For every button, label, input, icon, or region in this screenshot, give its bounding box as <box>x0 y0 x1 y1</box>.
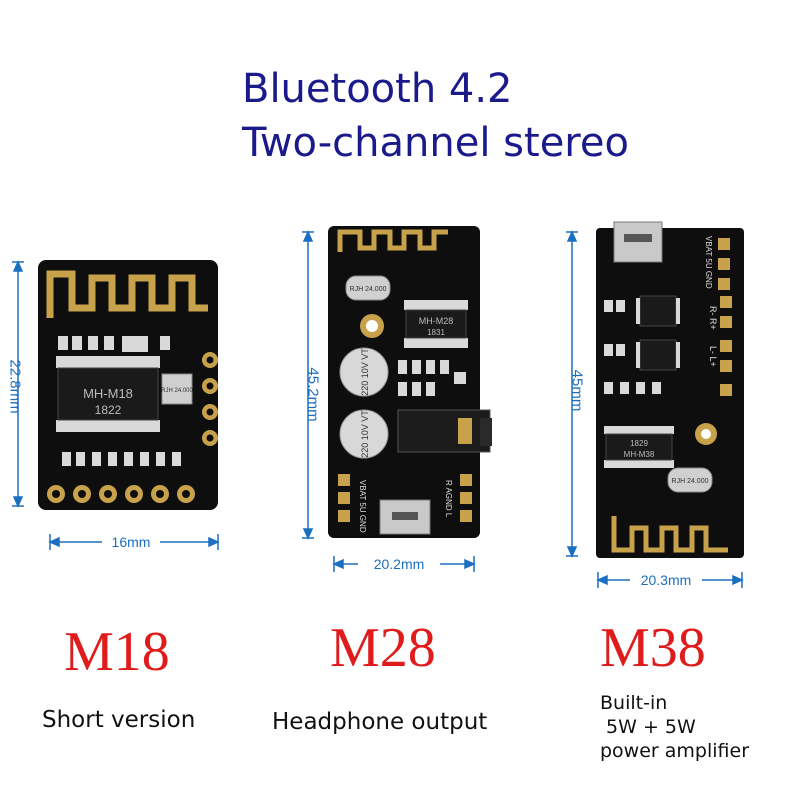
m18-caption: Short version <box>42 707 196 733</box>
headline-bluetooth: Bluetooth 4.2 <box>242 66 513 112</box>
m28-pads <box>338 474 472 522</box>
m38-smd-parts <box>604 300 661 394</box>
m38-chip-code: 1829 <box>630 439 648 448</box>
m28-board-illustration: RJH 24.000 MH-M28 1831 220 10V VT 220 10… <box>302 226 492 572</box>
m18-crystal-label: RJH 24.000 <box>161 388 193 394</box>
m18-main-chip <box>56 356 160 432</box>
m28-crystal <box>345 275 391 301</box>
m38-caption-line-1: Built-in <box>600 692 668 714</box>
m38-pin-label-top: VBAT 5U GND <box>704 236 713 289</box>
m38-caption-line-2: 5W + 5W <box>600 716 696 738</box>
m38-top-pads <box>718 238 730 290</box>
m38-usb-port <box>613 221 663 263</box>
m18-height-dimension <box>12 260 24 508</box>
m28-height-dimension <box>302 230 314 540</box>
m28-capacitor-2-label: 220 10V VT <box>360 410 370 458</box>
m18-smd-row-bottom <box>62 452 181 466</box>
m28-headphone-jack <box>397 409 492 453</box>
m28-crystal-label: RJH 24.000 <box>350 286 387 293</box>
m28-height-label: 45.2mm <box>304 367 322 422</box>
m18-height-label: 22.8mm <box>6 359 24 414</box>
m28-caption: Headphone output <box>272 709 488 735</box>
m28-width-dimension <box>332 556 476 572</box>
m28-capacitor-2: 220 10V VT <box>339 409 389 459</box>
m38-pin-label-r: R- R+ <box>708 306 718 330</box>
m28-antenna-trace <box>337 229 448 252</box>
m28-chip-code: 1831 <box>427 328 445 337</box>
m38-model-name: M38 <box>600 617 706 679</box>
m18-chip-code: 1822 <box>95 403 122 417</box>
m28-capacitor-1-label: 220 10V VT <box>360 348 370 396</box>
headline-stereo: Two-channel stereo <box>242 120 629 166</box>
m38-width-label: 20.3mm <box>641 572 692 588</box>
m18-smd-row-top <box>58 336 170 352</box>
m38-board-illustration: VBAT 5U GND R- R+ L- L+ 1829 MH-M38 RJH … <box>566 221 744 588</box>
m18-width-label: 16mm <box>112 534 151 550</box>
m28-pin-label-left: VBAT 5U GND <box>358 480 367 533</box>
m18-model-name: M18 <box>64 621 170 683</box>
m28-model-name: M28 <box>330 617 436 679</box>
m38-crystal <box>667 467 713 493</box>
m38-amp-chip-1 <box>636 295 680 327</box>
m28-smd-parts <box>398 360 466 396</box>
m28-usb-port <box>379 499 431 535</box>
m38-antenna-trace <box>611 516 728 553</box>
m28-chip-label: MH-M28 <box>419 316 454 326</box>
m18-crystal <box>161 373 193 405</box>
m18-width-dimension <box>48 534 220 550</box>
m38-height-label: 45mm <box>568 369 586 412</box>
m38-amp-chip-2 <box>636 339 680 371</box>
m38-caption-line-3: power amplifier <box>600 740 750 762</box>
m38-main-chip <box>604 426 674 468</box>
m28-main-chip <box>404 300 468 348</box>
m28-width-label: 20.2mm <box>374 556 425 572</box>
m28-pin-label-right: R AGND L <box>444 480 453 518</box>
m28-capacitor-1: 220 10V VT <box>339 347 389 397</box>
m18-chip-label: MH-M18 <box>83 386 133 401</box>
m18-board-illustration: MH-M18 1822 RJH 24.000 16mm <box>12 260 220 550</box>
m38-side-pads <box>720 296 732 396</box>
m38-crystal-label: RJH 24.000 <box>672 478 709 485</box>
m18-antenna-trace <box>46 270 208 318</box>
m38-width-dimension <box>596 572 744 588</box>
m38-height-dimension <box>566 230 578 558</box>
m38-chip-label: MH-M38 <box>624 450 655 459</box>
m38-pin-label-l: L- L+ <box>708 346 718 367</box>
